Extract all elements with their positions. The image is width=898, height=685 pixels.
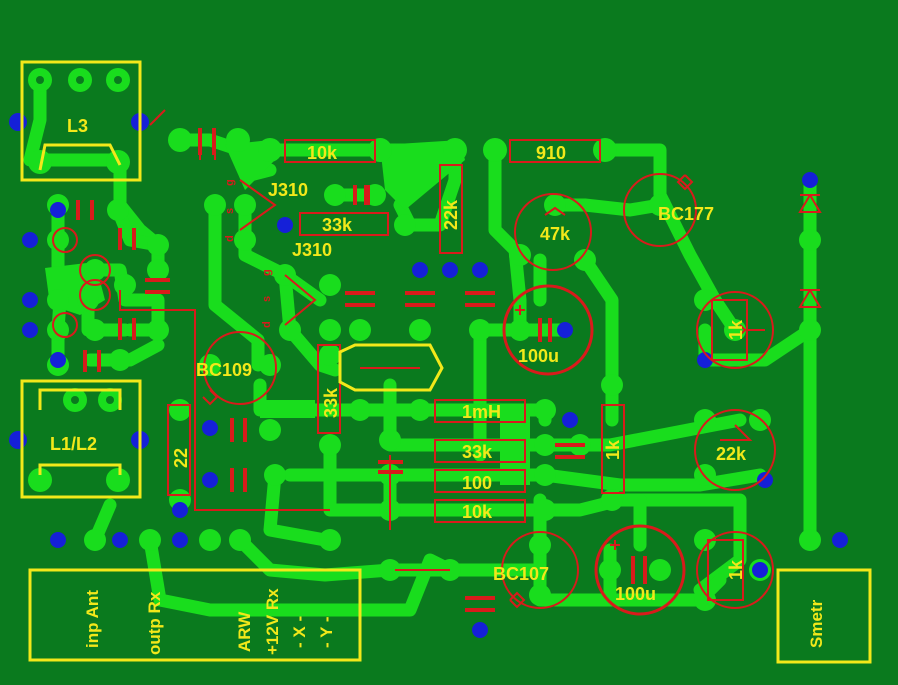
label-conn-outp: outp Rx: [145, 591, 164, 655]
pad-holes: [36, 76, 122, 404]
label-pot-1k-a: 1k: [726, 319, 746, 340]
label-conn-arw: ARW: [235, 611, 254, 652]
label-r-10k-top: 10k: [307, 143, 338, 163]
label-r-33k-top: 33k: [322, 215, 353, 235]
label-conn-smetr: Smetr: [807, 599, 826, 648]
silkscreen: [20, 60, 872, 664]
label-r-910: 910: [536, 143, 566, 163]
pin-g2: g: [261, 269, 273, 276]
label-r-22k-v: 22k: [441, 199, 461, 230]
label-cap-100u-b: 100u: [615, 584, 656, 604]
label-q-bc177: BC177: [658, 204, 714, 224]
label-r-1k-v: 1k: [603, 439, 623, 460]
label-r-100: 100: [462, 473, 492, 493]
label-j310-b: J310: [292, 240, 332, 260]
label-l-1mh: 1mH: [462, 402, 501, 422]
label-l1l2: L1/L2: [50, 434, 97, 454]
label-r-22: 22: [171, 448, 191, 468]
label-conn-y: - Y -: [317, 617, 336, 649]
label-cap-100u-a: 100u: [518, 346, 559, 366]
label-l3: L3: [67, 116, 88, 136]
label-pot-22k: 22k: [716, 444, 747, 464]
label-q-bc109: BC109: [196, 360, 252, 380]
component-outlines: [52, 109, 776, 616]
label-r-33k-v: 33k: [321, 387, 341, 418]
label-conn-x: - X -: [290, 616, 309, 648]
red-jumpers: [76, 128, 647, 612]
label-pot-1k-b: 1k: [726, 559, 746, 580]
polarity-marks: [515, 305, 620, 550]
red-wires: [119, 174, 822, 609]
label-conn-12v: +12V Rx: [263, 588, 282, 655]
label-r-10k-bot: 10k: [462, 502, 493, 522]
label-j310-a: J310: [268, 180, 308, 200]
pin-s2: s: [261, 296, 273, 302]
pin-d2: d: [261, 321, 273, 328]
label-conn-inp: inp Ant: [83, 590, 102, 648]
label-pot-47k: 47k: [540, 224, 571, 244]
pin-s1: s: [224, 208, 236, 214]
label-r-33k-mid: 33k: [462, 442, 493, 462]
component-labels: L3 L1/L2 10k 910 J310 J310 33k 22k 47k B…: [50, 116, 826, 655]
pin-d1: d: [224, 235, 236, 242]
pin-g1: g: [224, 179, 236, 186]
label-q-bc107: BC107: [493, 564, 549, 584]
